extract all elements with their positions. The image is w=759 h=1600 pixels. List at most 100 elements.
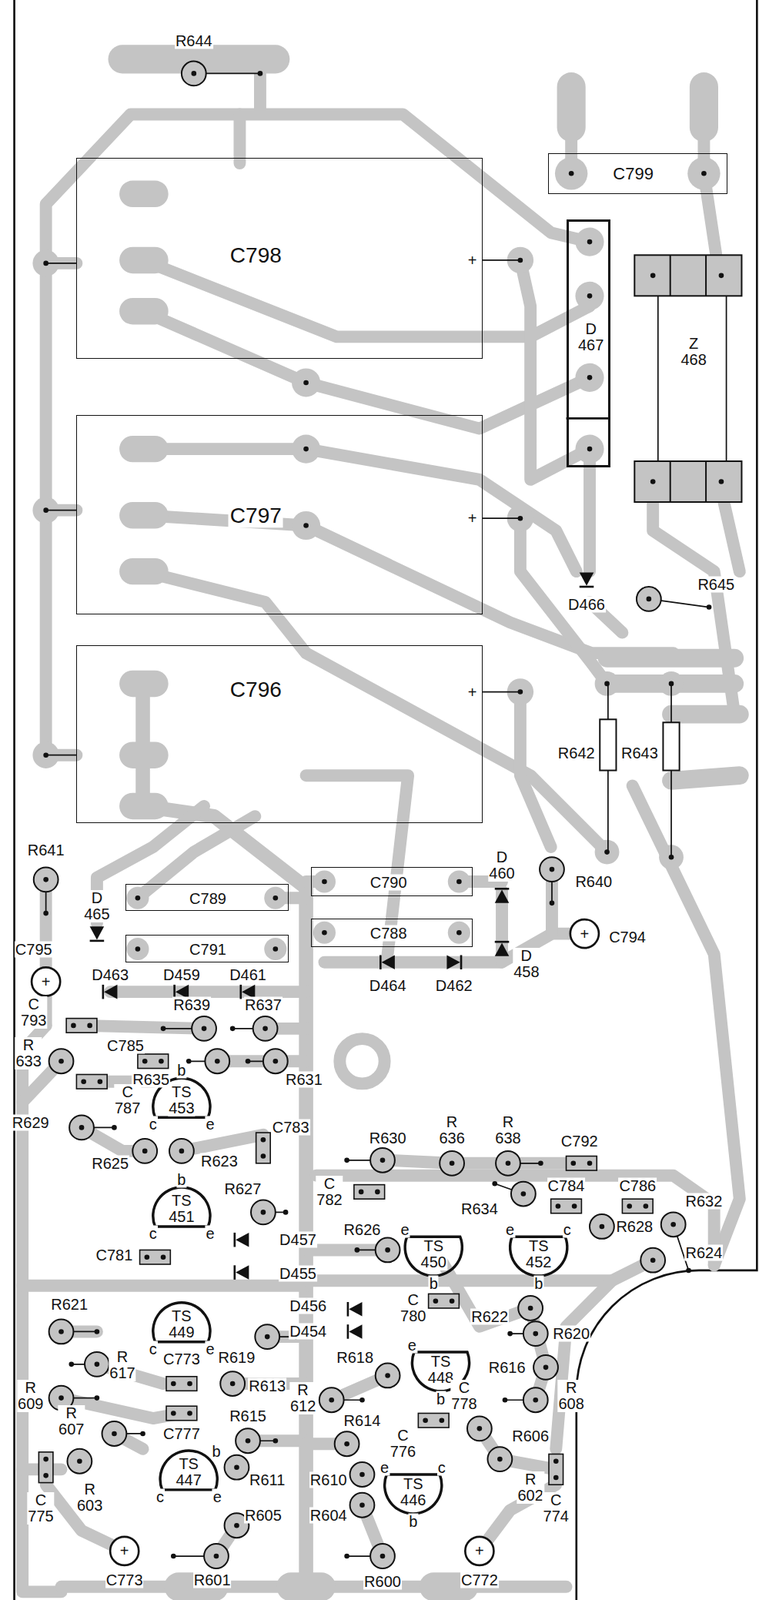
pin-letter: b — [210, 1442, 221, 1459]
pin-letter: c — [155, 1488, 165, 1505]
capacitor-outline: C798 — [76, 157, 482, 359]
component-label: R630 — [368, 1129, 408, 1146]
component-label: D454 — [288, 1323, 328, 1340]
component-label: R624 — [685, 1244, 724, 1261]
part-label: C798 — [228, 244, 284, 268]
component-label: C773 — [105, 1571, 144, 1588]
part-label: C788 — [368, 925, 409, 942]
pin-letter: e — [204, 1225, 215, 1242]
pin-letter: e — [504, 1220, 515, 1238]
small-capacitor-dot — [43, 1023, 649, 1481]
component-label: TS 453 — [167, 1083, 195, 1117]
component-label: C792 — [560, 1132, 599, 1149]
component-label: TS 451 — [167, 1192, 195, 1225]
component-label: C795 — [14, 940, 54, 957]
component-label: D 465 — [83, 889, 111, 923]
polarity-mark: + — [474, 1542, 485, 1559]
component-label: TS 450 — [420, 1237, 448, 1271]
component-label: D457 — [278, 1231, 318, 1248]
capacitor-outline: C790 — [310, 866, 472, 896]
component-label: D466 — [567, 595, 606, 612]
component-label: Z 468 — [679, 335, 707, 368]
capacitor-outline: C788 — [310, 918, 472, 947]
polarity-mark: + — [579, 925, 591, 942]
pin-letter: b — [176, 1171, 187, 1188]
component-label: D456 — [288, 1297, 328, 1315]
electrolytic-capacitor — [31, 919, 599, 1565]
component-label: C 787 — [113, 1083, 141, 1117]
polarity-mark: + — [119, 1542, 131, 1559]
zener-dot — [650, 273, 724, 485]
component-label: C785 — [106, 1037, 145, 1054]
component-label: R604 — [309, 1507, 348, 1524]
capacitor-outline: C796 — [76, 645, 482, 824]
component-label: C777 — [162, 1425, 201, 1442]
component-label: R615 — [228, 1407, 268, 1425]
component-label: C 775 — [26, 1491, 54, 1525]
component-label: R640 — [574, 873, 613, 890]
component-label: R601 — [193, 1571, 232, 1588]
pin-letter: c — [562, 1220, 572, 1238]
component-label: R616 — [488, 1358, 527, 1375]
component-label: R 608 — [557, 1379, 585, 1412]
component-label: R620 — [551, 1325, 591, 1342]
component-label: R634 — [460, 1200, 499, 1218]
component-label: D459 — [162, 966, 201, 983]
part-label: C796 — [228, 678, 284, 701]
component-label: D463 — [90, 966, 130, 983]
component-label: R 638 — [494, 1113, 522, 1147]
component-label: R618 — [335, 1348, 375, 1365]
part-label: C789 — [187, 890, 228, 907]
component-label: C 782 — [315, 1175, 343, 1208]
component-label: TS 447 — [174, 1455, 202, 1488]
component-label: D455 — [278, 1264, 318, 1281]
component-label: R 609 — [16, 1379, 44, 1412]
pin-letter: c — [148, 1116, 158, 1133]
lead-line — [46, 260, 727, 857]
pin-letter: e — [379, 1458, 390, 1475]
pin-letter: e — [204, 1340, 215, 1358]
component-label: R644 — [174, 33, 214, 50]
component-label: C794 — [608, 928, 647, 945]
component-label: R 617 — [108, 1348, 136, 1381]
component-label: R600 — [363, 1573, 402, 1590]
component-label: R 636 — [438, 1113, 465, 1147]
transistor-outline — [153, 1077, 568, 1514]
capacitor-outline: C799 — [548, 153, 728, 194]
component-label: R625 — [90, 1154, 130, 1171]
pin-letter: c — [148, 1340, 158, 1358]
component-label: C 778 — [450, 1379, 478, 1412]
component-label: C783 — [271, 1119, 311, 1136]
component-label: D462 — [434, 977, 474, 994]
component-label: C 793 — [20, 996, 47, 1029]
component-label: C 776 — [389, 1427, 417, 1460]
pin-letter: c — [148, 1225, 158, 1242]
resistor-pad — [33, 61, 686, 1569]
component-label: R626 — [343, 1220, 382, 1238]
component-label: R611 — [248, 1471, 286, 1488]
zener-pad — [634, 254, 742, 502]
component-label: R643 — [620, 745, 659, 762]
component-label: C781 — [95, 1247, 134, 1264]
component-label: R631 — [284, 1071, 324, 1088]
component-label: R619 — [217, 1348, 257, 1365]
pad — [32, 157, 720, 960]
component-label: R613 — [247, 1377, 287, 1394]
component-label: D464 — [368, 977, 408, 994]
component-label: R629 — [11, 1113, 51, 1131]
diode-symbol — [90, 571, 595, 1338]
resistor-dot — [43, 70, 712, 1559]
pin-letter: b — [428, 1275, 439, 1292]
capacitor-outline: C797 — [76, 414, 482, 614]
copper-trace — [22, 59, 740, 1600]
component-label: R641 — [26, 841, 66, 858]
component-label: R622 — [470, 1307, 509, 1325]
component-label: R 633 — [14, 1036, 42, 1070]
component-label: C 780 — [399, 1291, 427, 1325]
polarity-mark: + — [467, 510, 479, 527]
component-label: R639 — [172, 996, 211, 1014]
capacitor-outline: C791 — [125, 934, 289, 963]
part-label: D 467 — [576, 320, 606, 354]
component-label: TS 452 — [524, 1237, 552, 1271]
pin-letter: b — [435, 1390, 446, 1407]
